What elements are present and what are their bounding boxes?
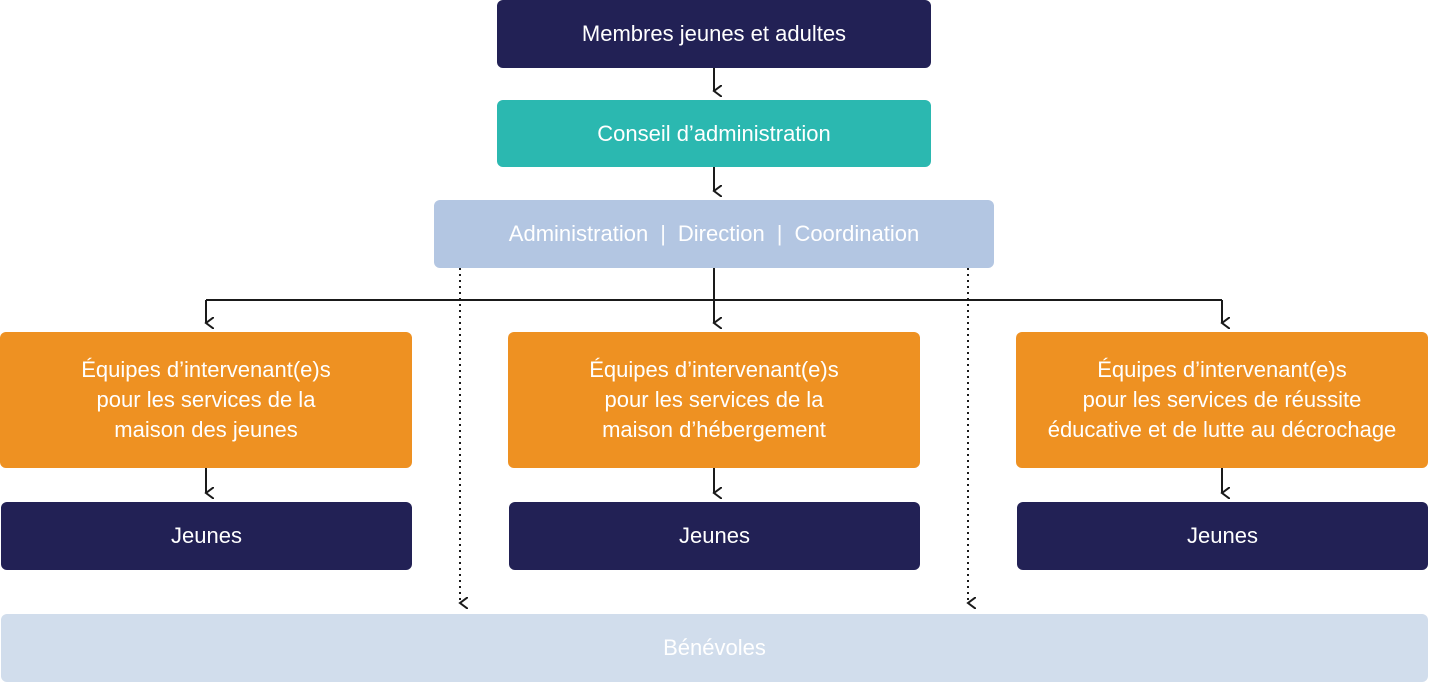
team-label-line: Équipes d’intervenant(e)s (81, 357, 331, 382)
youth-label: Jeunes (171, 523, 242, 548)
admin-part-coordination: Coordination (794, 221, 920, 246)
team-label-line: maison des jeunes (114, 417, 298, 442)
members-label: Membres jeunes et adultes (581, 21, 847, 46)
team-label: Équipes d’intervenant(e)s pour les servi… (81, 355, 330, 445)
admin-box: Administration | Direction | Coordinatio… (434, 200, 994, 268)
youth-label: Jeunes (1187, 523, 1258, 548)
team-label-line: maison d’hébergement (602, 417, 826, 442)
team-label: Équipes d’intervenant(e)s pour les servi… (589, 355, 838, 445)
volunteers-label: Bénévoles (663, 635, 766, 660)
team-label-line: Équipes d’intervenant(e)s (589, 357, 839, 382)
team-box-maison-des-jeunes: Équipes d’intervenant(e)s pour les servi… (0, 332, 412, 468)
youth-box: Jeunes (1017, 502, 1428, 570)
team-label-line: Équipes d’intervenant(e)s (1097, 357, 1347, 382)
youth-label: Jeunes (679, 523, 750, 548)
board-box: Conseil d’administration (497, 100, 931, 167)
team-label-line: pour les services de la (604, 387, 824, 412)
board-label: Conseil d’administration (597, 120, 831, 146)
admin-label-row: Administration | Direction | Coordinatio… (509, 219, 919, 249)
admin-part-direction: Direction (677, 221, 765, 246)
team-label-line: pour les services de réussite (1082, 387, 1362, 412)
team-label-line: éducative et de lutte au décrochage (1047, 417, 1397, 442)
admin-part-administration: Administration (508, 221, 649, 246)
team-box-maison-hebergement: Équipes d’intervenant(e)s pour les servi… (508, 332, 920, 468)
team-label: Équipes d’intervenant(e)s pour les servi… (1048, 355, 1397, 445)
team-label-line: pour les services de la (96, 387, 316, 412)
team-box-reussite-educative: Équipes d’intervenant(e)s pour les servi… (1016, 332, 1428, 468)
youth-box: Jeunes (509, 502, 920, 570)
admin-separator: | (776, 221, 783, 246)
admin-separator: | (660, 221, 666, 246)
volunteers-box: Bénévoles (1, 614, 1428, 682)
members-box: Membres jeunes et adultes (497, 0, 931, 68)
youth-box: Jeunes (1, 502, 412, 570)
